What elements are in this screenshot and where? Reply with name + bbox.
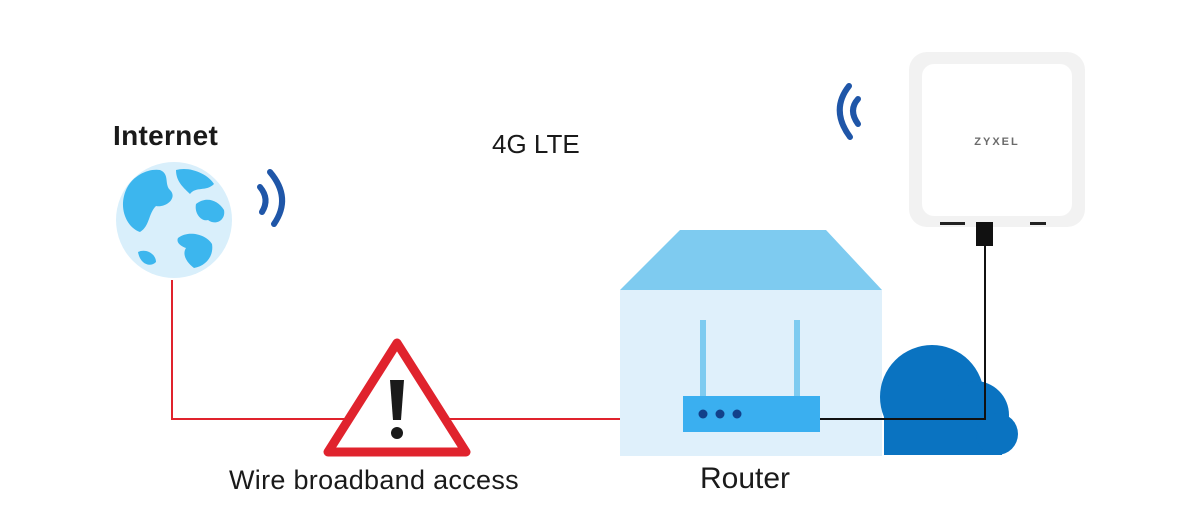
lte-label: 4G LTE [492, 129, 580, 159]
wire-broadband-line [171, 280, 683, 420]
router-label: Router [700, 462, 791, 495]
wifi-signal-icon [836, 83, 861, 140]
internet-label: Internet [113, 120, 219, 151]
router-icon [683, 320, 820, 432]
device-cable [820, 235, 986, 420]
device-brand-logo: ZYXEL [974, 136, 1019, 148]
cloud-icon [880, 345, 1018, 455]
wifi-signal-icon [257, 169, 285, 227]
wire-broadband-label: Wire broadband access [229, 465, 519, 495]
globe-icon [116, 162, 232, 278]
lte-device-icon: ZYXEL [909, 52, 1085, 246]
warning-icon [323, 338, 471, 457]
